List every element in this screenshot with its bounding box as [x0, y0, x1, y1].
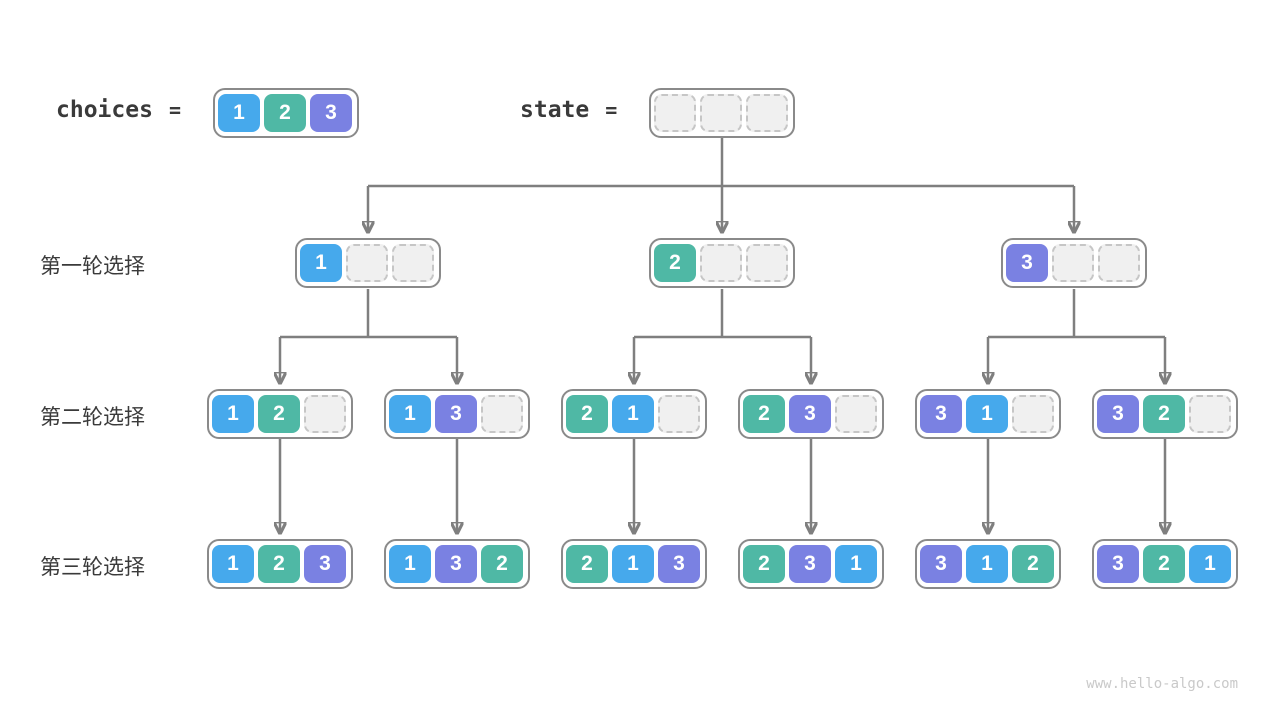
value-cell: 3: [1006, 244, 1048, 282]
state-label: state: [520, 97, 590, 123]
state-box-l1-2: 2: [649, 238, 795, 288]
value-cell: 1: [1189, 545, 1231, 583]
value-cell: 3: [1097, 395, 1139, 433]
empty-cell: [1098, 244, 1140, 282]
value-cell: 3: [920, 545, 962, 583]
value-cell: 1: [389, 545, 431, 583]
value-cell: 3: [435, 545, 477, 583]
choices-legend: choices =: [56, 97, 181, 123]
value-cell: 1: [212, 395, 254, 433]
empty-cell: [392, 244, 434, 282]
value-cell: 2: [743, 545, 785, 583]
value-cell: 2: [566, 545, 608, 583]
empty-cell: [700, 244, 742, 282]
empty-cell: [700, 94, 742, 132]
value-cell: 3: [920, 395, 962, 433]
value-cell: 1: [300, 244, 342, 282]
value-cell: 1: [389, 395, 431, 433]
value-cell: 1: [212, 545, 254, 583]
empty-cell: [304, 395, 346, 433]
empty-cell: [654, 94, 696, 132]
equals-sign: =: [168, 98, 181, 122]
value-cell: 2: [1012, 545, 1054, 583]
value-cell: 3: [435, 395, 477, 433]
empty-cell: [746, 244, 788, 282]
value-cell: 2: [1143, 545, 1185, 583]
value-cell: 3: [789, 395, 831, 433]
empty-cell: [346, 244, 388, 282]
row-label-round-2: 第二轮选择: [40, 406, 145, 429]
empty-cell: [835, 395, 877, 433]
value-cell: 2: [654, 244, 696, 282]
watermark: www.hello-algo.com: [1086, 676, 1238, 692]
value-cell: 1: [966, 395, 1008, 433]
value-cell: 2: [264, 94, 306, 132]
value-cell: 1: [612, 395, 654, 433]
value-cell: 2: [258, 395, 300, 433]
value-cell: 2: [481, 545, 523, 583]
value-cell: 3: [310, 94, 352, 132]
value-cell: 3: [304, 545, 346, 583]
value-cell: 1: [966, 545, 1008, 583]
value-cell: 1: [612, 545, 654, 583]
value-cell: 1: [218, 94, 260, 132]
row-label-round-3: 第三轮选择: [40, 556, 145, 579]
state-box-l1-1: 1: [295, 238, 441, 288]
empty-cell: [1052, 244, 1094, 282]
row-label-round-1: 第一轮选择: [40, 255, 145, 278]
value-cell: 3: [1097, 545, 1139, 583]
value-cell: 3: [789, 545, 831, 583]
empty-cell: [658, 395, 700, 433]
empty-cell: [746, 94, 788, 132]
value-cell: 2: [258, 545, 300, 583]
value-cell: 3: [658, 545, 700, 583]
equals-sign: =: [605, 98, 618, 122]
value-cell: 1: [835, 545, 877, 583]
empty-cell: [481, 395, 523, 433]
value-cell: 2: [1143, 395, 1185, 433]
state-box-l1-3: 3: [1001, 238, 1147, 288]
empty-cell: [1189, 395, 1231, 433]
choices-label: choices: [56, 97, 153, 123]
empty-cell: [1012, 395, 1054, 433]
value-cell: 2: [743, 395, 785, 433]
state-root-box: [649, 88, 795, 138]
value-cell: 2: [566, 395, 608, 433]
state-legend: state =: [520, 97, 617, 123]
